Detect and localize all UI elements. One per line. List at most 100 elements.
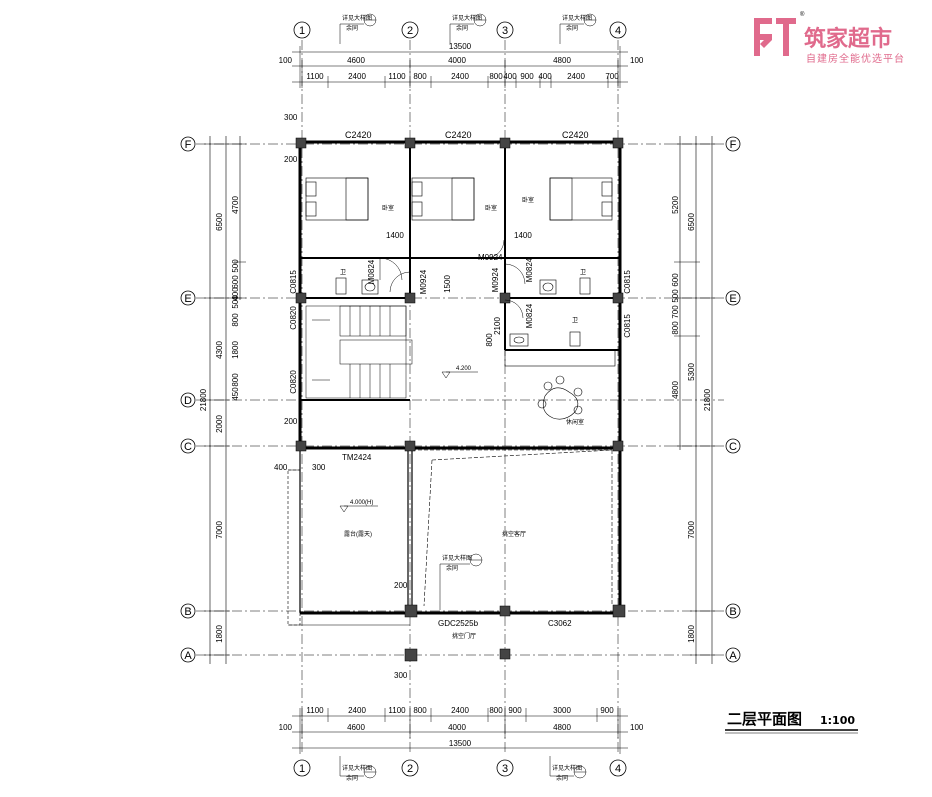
right-dim-sub-6: 4800 [671,381,680,399]
left-dim-sub-4: 400 [231,287,240,301]
room-toilet-3: 卫 [572,317,578,324]
top-dim-span-3: 4800 [553,56,571,65]
detail-ref-top-1: 详见大样图 [342,14,372,22]
left-dim-sub-6: 800 [231,313,240,327]
top-dim-detail-8: 900 [520,72,534,81]
bottom-dim-span-1: 4600 [347,723,365,732]
window-top-2: C2420 [445,130,472,140]
detail-ref-top-2-note: 余同 [456,24,468,32]
window-bottom-1: GDC2525b [438,619,479,628]
axis-row-A-left: A [184,650,192,662]
door-label-2: M0824 [367,259,376,284]
door-label-1: M0924 [478,253,503,262]
right-dimension-lines [674,136,718,664]
detail-ref-bottom-2-note: 余同 [556,774,568,782]
detail-ref-top-3-note: 余同 [566,24,578,32]
axis-bubbles-left: F E D C B A [180,136,196,663]
axis-col-2-top: 2 [407,25,413,37]
bottom-dim-detail-4: 800 [413,706,427,715]
window-top-1: C2420 [345,130,372,140]
top-dim-detail-3: 1100 [388,72,406,81]
dim-300-bal: 300 [312,463,326,472]
logo-name: 筑家超市 [804,26,892,52]
top-dim-edge-left: 100 [279,56,293,65]
room-bedroom-2: 卧室 [485,204,497,212]
dim-200-bottom: 200 [394,581,408,590]
left-dim-span-4: 7000 [215,521,224,539]
axis-row-B-right: B [729,606,736,618]
bottom-dim-total: 13500 [449,739,472,748]
void-outline [412,449,613,607]
door-label-4: M0924 [491,267,500,292]
drawing-title-scale: 1:100 [820,714,855,727]
window-side-2: C0820 [289,306,298,330]
left-dimension-lines [204,136,246,664]
logo-tagline: 自建房全能优选平台 [806,52,905,65]
top-dim-detail-7: 400 [503,72,517,81]
axis-col-1-top: 1 [299,25,305,37]
left-dim-sub-2: 500 [231,259,240,273]
window-side-1: C0815 [289,270,298,294]
bottom-dimension-lines [292,708,628,754]
right-dim-sub-5: 800 [671,321,680,335]
axis-bubbles-right: F E C B A [725,136,741,663]
bottom-dim-detail-7: 900 [508,706,522,715]
window-side-5: C0815 [623,314,632,338]
room-balcony: 露台(露天) [344,530,372,538]
bottom-dim-detail-1: 1100 [306,706,324,715]
left-dim-sub-5: 500 [231,295,240,309]
right-dim-span-1: 6500 [687,213,696,231]
detail-ref-mid-note: 余同 [446,564,458,572]
axis-row-F-right: F [730,139,737,151]
window-top-3: C2420 [562,130,589,140]
door-balcony: TM2424 [342,453,372,462]
door-swings [379,239,526,319]
top-dim-span-2: 4000 [448,56,466,65]
right-dim-sub-3: 500 [671,289,680,303]
top-dim-detail-6: 800 [489,72,503,81]
axis-row-C-right: C [729,441,737,453]
level-floor: 4.200 [456,366,472,372]
left-dim-span-1: 6500 [215,213,224,231]
dim-200-mid: 200 [284,417,298,426]
top-dim-detail-11: 700 [605,72,619,81]
top-dim-detail-2: 2400 [348,72,366,81]
axis-col-4-bottom: 4 [615,763,621,775]
detail-ref-bottom-1-note: 余同 [346,774,358,782]
axis-row-E-left: E [184,293,191,305]
left-dim-span-2: 4300 [215,341,224,359]
bottom-dim-span-2: 4000 [448,723,466,732]
detail-callouts [339,13,597,779]
bottom-dim-edge-right: 100 [630,723,644,732]
top-dim-edge-right: 100 [630,56,644,65]
top-dimension-lines [292,46,628,88]
bottom-dim-detail-3: 1100 [388,706,406,715]
bottom-dim-edge-left: 100 [279,723,293,732]
axis-col-4-top: 4 [615,25,621,37]
left-dim-sub-9: 450 [231,387,240,401]
logo-registered-mark: ® [800,11,805,18]
left-dim-sub-8: 800 [231,373,240,387]
left-dim-sub-3: 600 [231,275,240,289]
left-dim-span-3: 2000 [215,415,224,433]
room-void: 挑空客厅 [502,530,526,538]
columns [295,137,626,662]
axis-bubbles-bottom: 1 2 3 4 [293,759,627,777]
door-label-3: M0924 [419,269,428,294]
top-dim-detail-4: 800 [413,72,427,81]
axis-col-3-bottom: 3 [502,763,508,775]
toilet-fixtures [335,277,616,367]
left-dim-sub-7: 1800 [231,341,240,359]
window-bottom-2: C3062 [548,619,572,628]
dim-1500: 1500 [443,275,452,293]
logo-mark-icon [754,18,796,56]
right-dim-span-4: 1800 [687,625,696,643]
detail-ref-bottom-2: 详见大样图 [552,764,582,772]
dim-300-bottom: 300 [394,671,408,680]
top-dim-total: 13500 [449,42,472,51]
door-label-6: M0824 [525,303,534,328]
dim-800: 800 [485,333,494,347]
bottom-dim-detail-6: 800 [489,706,503,715]
exterior-walls [287,140,622,626]
